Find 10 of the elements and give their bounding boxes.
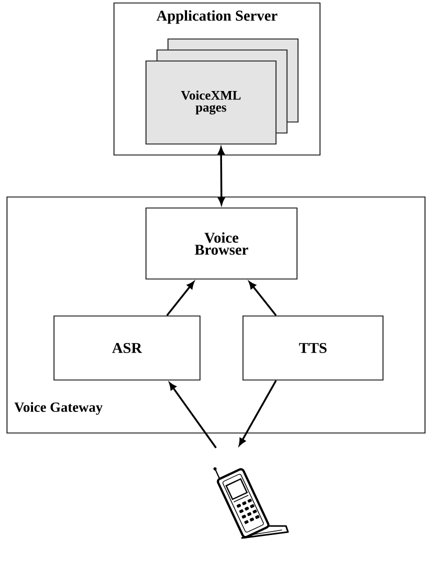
- mobile-phone: [213, 467, 289, 539]
- component-box: ASR: [53, 315, 201, 381]
- arrow: [248, 281, 277, 316]
- arrow: [169, 382, 217, 448]
- component-box: Voice Browser: [145, 207, 298, 280]
- arrow: [218, 147, 225, 205]
- arrow: [166, 281, 194, 316]
- arrow: [238, 380, 277, 446]
- page-stack: VoiceXML pages: [145, 38, 299, 145]
- component-box: TTS: [242, 315, 384, 381]
